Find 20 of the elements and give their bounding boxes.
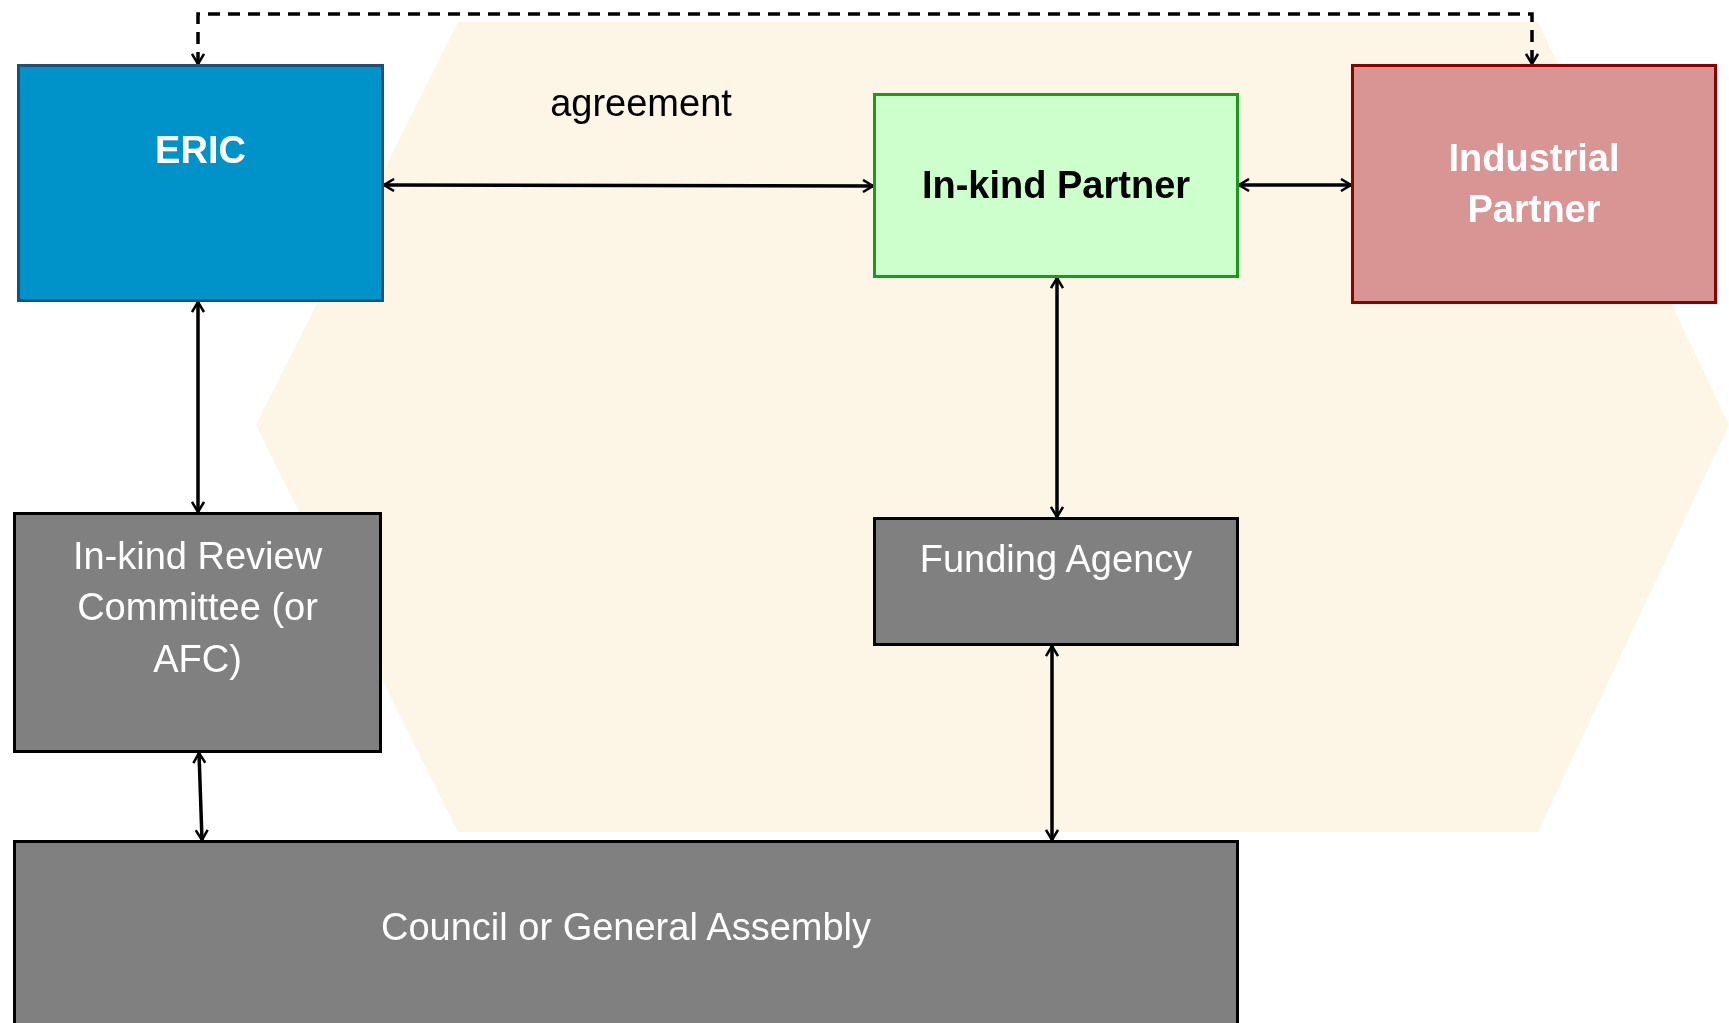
double-arrow — [382, 177, 875, 194]
node-label: Council or General Assembly — [381, 905, 871, 951]
node-label: In-kind Review Committee (or AFC) — [71, 534, 324, 682]
double-arrow — [1044, 644, 1060, 842]
double-arrow — [1237, 177, 1353, 193]
dashed-arrow — [190, 12, 1540, 66]
partner-box — [1351, 64, 1717, 304]
edge-label: agreement — [550, 82, 732, 125]
double-arrow — [1049, 276, 1065, 519]
double-arrow — [192, 751, 209, 842]
double-arrow — [190, 300, 206, 514]
node-label: ERIC — [155, 128, 246, 173]
organization-box — [17, 64, 384, 302]
node-label: In-kind Partner — [921, 162, 1191, 208]
agency-box — [873, 517, 1239, 646]
committee-box — [13, 512, 382, 753]
node-label: Funding Agency — [919, 537, 1193, 582]
assembly-box — [13, 840, 1239, 1023]
node-label: Industrial Partner — [1447, 135, 1621, 232]
partner-box — [873, 93, 1239, 278]
